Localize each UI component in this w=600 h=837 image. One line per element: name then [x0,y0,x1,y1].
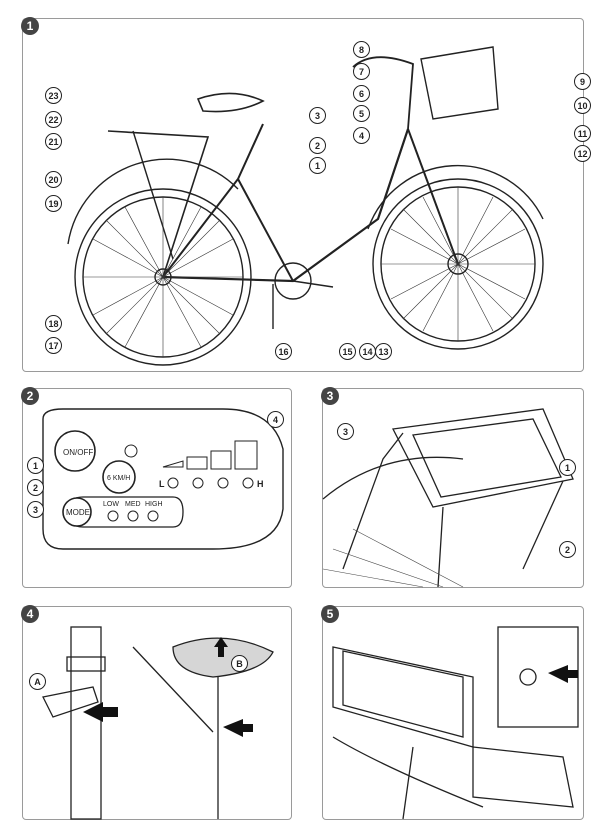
callout-fig1-2: 2 [309,137,326,154]
callout-fig3-3: 3 [337,423,354,440]
assist-low-label: L [159,479,165,489]
figure-3-panel: 3 1 2 3 [321,387,584,588]
callout-fig1-22: 22 [45,111,62,128]
callout-fig1-12: 12 [574,145,591,162]
callout-fig1-8: 8 [353,41,370,58]
figure-2-panel: ON/OFF 6 KM/H MODE LOW MED HIGH L H 2 1 … [21,387,292,588]
figure-2-number: 2 [21,387,39,405]
figure-5-panel: 5 [321,605,584,820]
callout-fig2-1: 1 [27,457,44,474]
control-panel-illustration: ON/OFF 6 KM/H MODE LOW MED HIGH L H [42,408,284,550]
callout-fig2-2: 2 [27,479,44,496]
figure-4-panel: 4 A B [21,605,292,820]
callout-fig1-23: 23 [45,87,62,104]
callout-fig1-7: 7 [353,63,370,80]
callout-fig1-19: 19 [45,195,62,212]
marker-b: B [231,655,248,672]
callout-fig1-17: 17 [45,337,62,354]
figure-5-number: 5 [321,605,339,623]
callout-fig1-14: 14 [359,343,376,360]
bicycle-illustration [67,46,544,366]
callout-fig1-16: 16 [275,343,292,360]
rear-rack-battery-illustration [322,408,574,588]
callout-fig1-21: 21 [45,133,62,150]
callout-fig1-15: 15 [339,343,356,360]
callout-fig1-1: 1 [309,157,326,174]
speed-label: 6 KM/H [107,475,130,482]
assist-high-label: H [257,479,264,489]
level-med-label: MED [125,501,141,508]
callout-fig3-2: 2 [559,541,576,558]
callout-fig1-20: 20 [45,171,62,188]
wheel-spokes [83,187,535,357]
callout-fig1-6: 6 [353,85,370,102]
callout-fig1-4: 4 [353,127,370,144]
level-high-label: HIGH [145,501,163,508]
callout-fig1-10: 10 [574,97,591,114]
callout-fig3-1: 1 [559,459,576,476]
callout-fig1-11: 11 [574,125,591,142]
seat-adjust-illustration [42,626,274,820]
callout-fig1-18: 18 [45,315,62,332]
figure-4-number: 4 [21,605,39,623]
figure-3-number: 3 [321,387,339,405]
callout-fig1-13: 13 [375,343,392,360]
battery-lock-illustration [332,626,579,820]
onoff-label: ON/OFF [63,448,93,457]
callout-fig1-9: 9 [574,73,591,90]
callout-fig2-3: 3 [27,501,44,518]
callout-fig1-5: 5 [353,105,370,122]
marker-a: A [29,673,46,690]
callout-fig1-3: 3 [309,107,326,124]
level-low-label: LOW [103,501,119,508]
callout-fig2-4: 4 [267,411,284,428]
mode-label: MODE [66,508,90,517]
figure-1-number: 1 [21,17,39,35]
